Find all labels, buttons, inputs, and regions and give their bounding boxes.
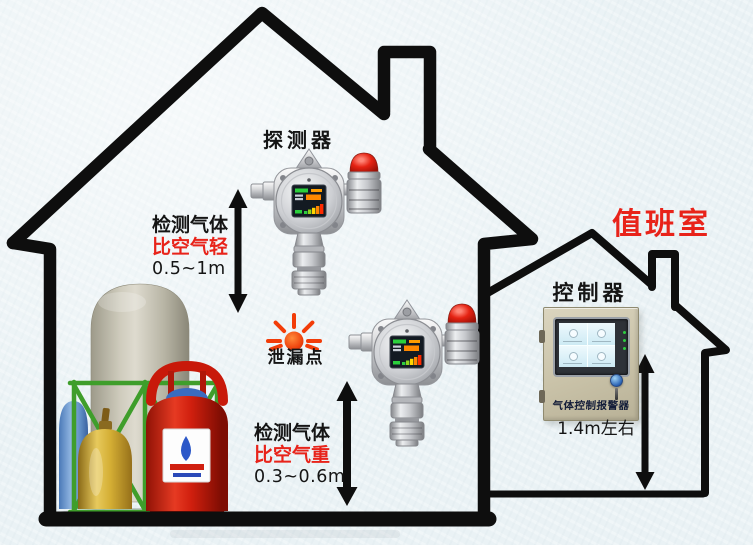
detector-label: 探测器 — [263, 128, 335, 152]
controller-screen-bezel — [553, 317, 630, 377]
gas-cylinder-group — [53, 283, 237, 520]
light-gas-note: 检测气体 比空气轻 0.5~1m — [152, 214, 242, 281]
gas-detector-icon-bottom — [348, 299, 480, 447]
controller-height-arrow — [635, 354, 655, 490]
heavy-gas-range: 0.3~0.6m — [254, 467, 346, 487]
controller-hinge-bottom — [539, 390, 545, 403]
leak-point-label: 泄漏点 — [267, 348, 325, 368]
flame-mark — [181, 436, 191, 461]
screen-channel-cell — [559, 323, 587, 345]
big-house-outline — [6, 6, 539, 527]
leak-burst-icon — [266, 313, 322, 352]
light-gas-line1: 检测气体 — [152, 214, 229, 236]
controller-label: 控制器 — [552, 281, 628, 305]
controller-box: 气体控制报警器 — [539, 307, 639, 421]
screen-channel-cell — [559, 345, 587, 367]
duty-room-label: 值班室 — [612, 207, 711, 242]
light-gas-line2: 比空气轻 — [152, 235, 229, 258]
controller-screen — [559, 323, 615, 367]
install-height-label: 1.4m左右 — [557, 419, 635, 439]
yellow-cylinder — [78, 407, 132, 509]
status-led-icons — [623, 331, 626, 350]
controller-knob — [610, 374, 623, 387]
small-house-outline — [480, 229, 730, 498]
heavy-gas-height-arrow — [336, 381, 358, 506]
screen-channel-cell — [587, 323, 615, 345]
red-lpg-cylinder — [146, 360, 228, 518]
gas-detector-icon-top — [250, 148, 382, 296]
heavy-gas-note: 检测气体 比空气重 0.3~0.6m — [254, 422, 349, 489]
light-gas-height-arrow — [228, 189, 248, 313]
screen-channel-cell — [587, 345, 615, 367]
light-gas-range: 0.5~1m — [152, 259, 226, 279]
controller-key-pin — [615, 388, 618, 400]
heavy-gas-line1: 检测气体 — [254, 422, 331, 444]
heavy-gas-line2: 比空气重 — [254, 443, 331, 466]
controller-device-name: 气体控制报警器 — [552, 400, 630, 412]
controller-hinge-top — [539, 330, 545, 343]
